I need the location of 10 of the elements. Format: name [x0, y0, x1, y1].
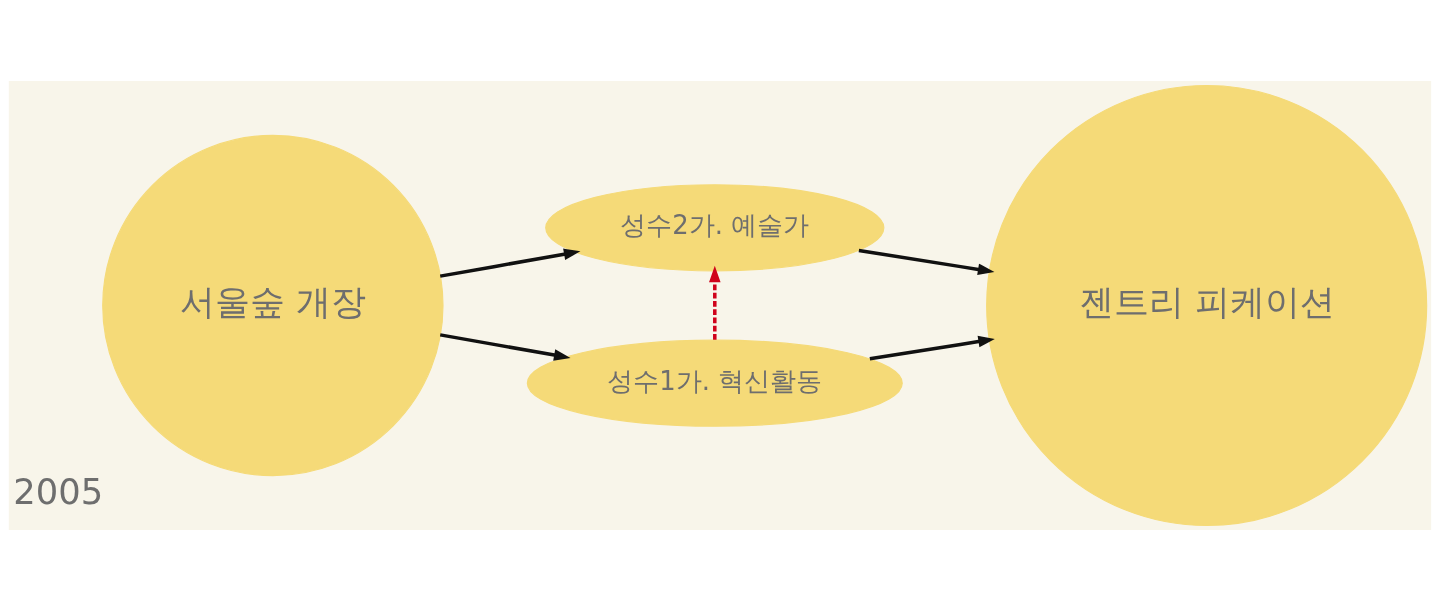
node-circle: 젠트리 피케이션	[986, 84, 1428, 527]
arrow	[709, 265, 721, 340]
arrow	[858, 248, 995, 276]
arrow	[439, 333, 571, 361]
arrow	[869, 335, 995, 361]
node-ellipse: 성수1가. 혁신활동	[526, 339, 903, 427]
arrow	[439, 248, 581, 278]
node-label: 2005	[13, 470, 104, 512]
node-ellipse: 성수2가. 예술가	[545, 184, 885, 272]
node-circle: 서울숲 개장	[102, 134, 444, 477]
